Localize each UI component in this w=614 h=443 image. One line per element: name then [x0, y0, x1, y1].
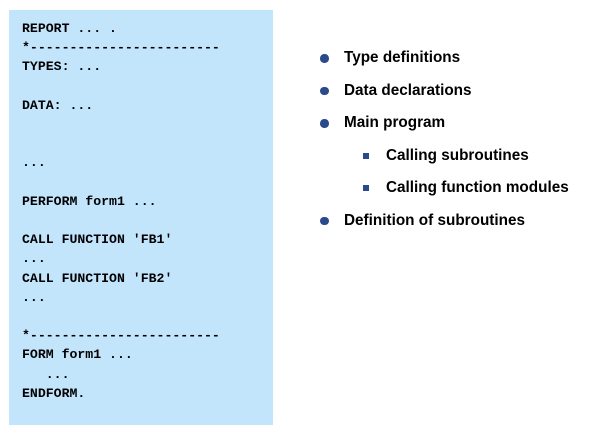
- list-item-label: Calling function modules: [386, 179, 569, 196]
- list-item: Main program: [313, 114, 608, 132]
- filled-circle-bullet-icon: [320, 54, 329, 63]
- list-item: Definition of subroutines: [313, 212, 608, 230]
- filled-circle-bullet-icon: [320, 119, 329, 128]
- list-item: Calling function modules: [313, 179, 608, 197]
- abap-code-listing: REPORT ... . *------------------------ T…: [22, 21, 220, 401]
- list-item-label: Calling subroutines: [386, 146, 529, 164]
- list-item-label: Type definitions: [344, 49, 461, 66]
- list-item-label: Definition of subroutines: [344, 211, 526, 229]
- list-item: Data declarations: [313, 82, 608, 100]
- list-item: Calling subroutines: [313, 147, 608, 165]
- code-panel: REPORT ... . *------------------------ T…: [9, 10, 273, 425]
- filled-square-bullet-icon: [363, 152, 369, 159]
- filled-circle-bullet-icon: [320, 216, 329, 225]
- list-item-label: Main program: [344, 114, 446, 131]
- filled-circle-bullet-icon: [320, 86, 329, 95]
- list-item: Type definitions: [313, 49, 608, 67]
- program-structure-outline: Type definitions Data declarations Main …: [313, 49, 608, 244]
- filled-square-bullet-icon: [363, 185, 369, 191]
- list-item-label: Data declarations: [344, 81, 472, 99]
